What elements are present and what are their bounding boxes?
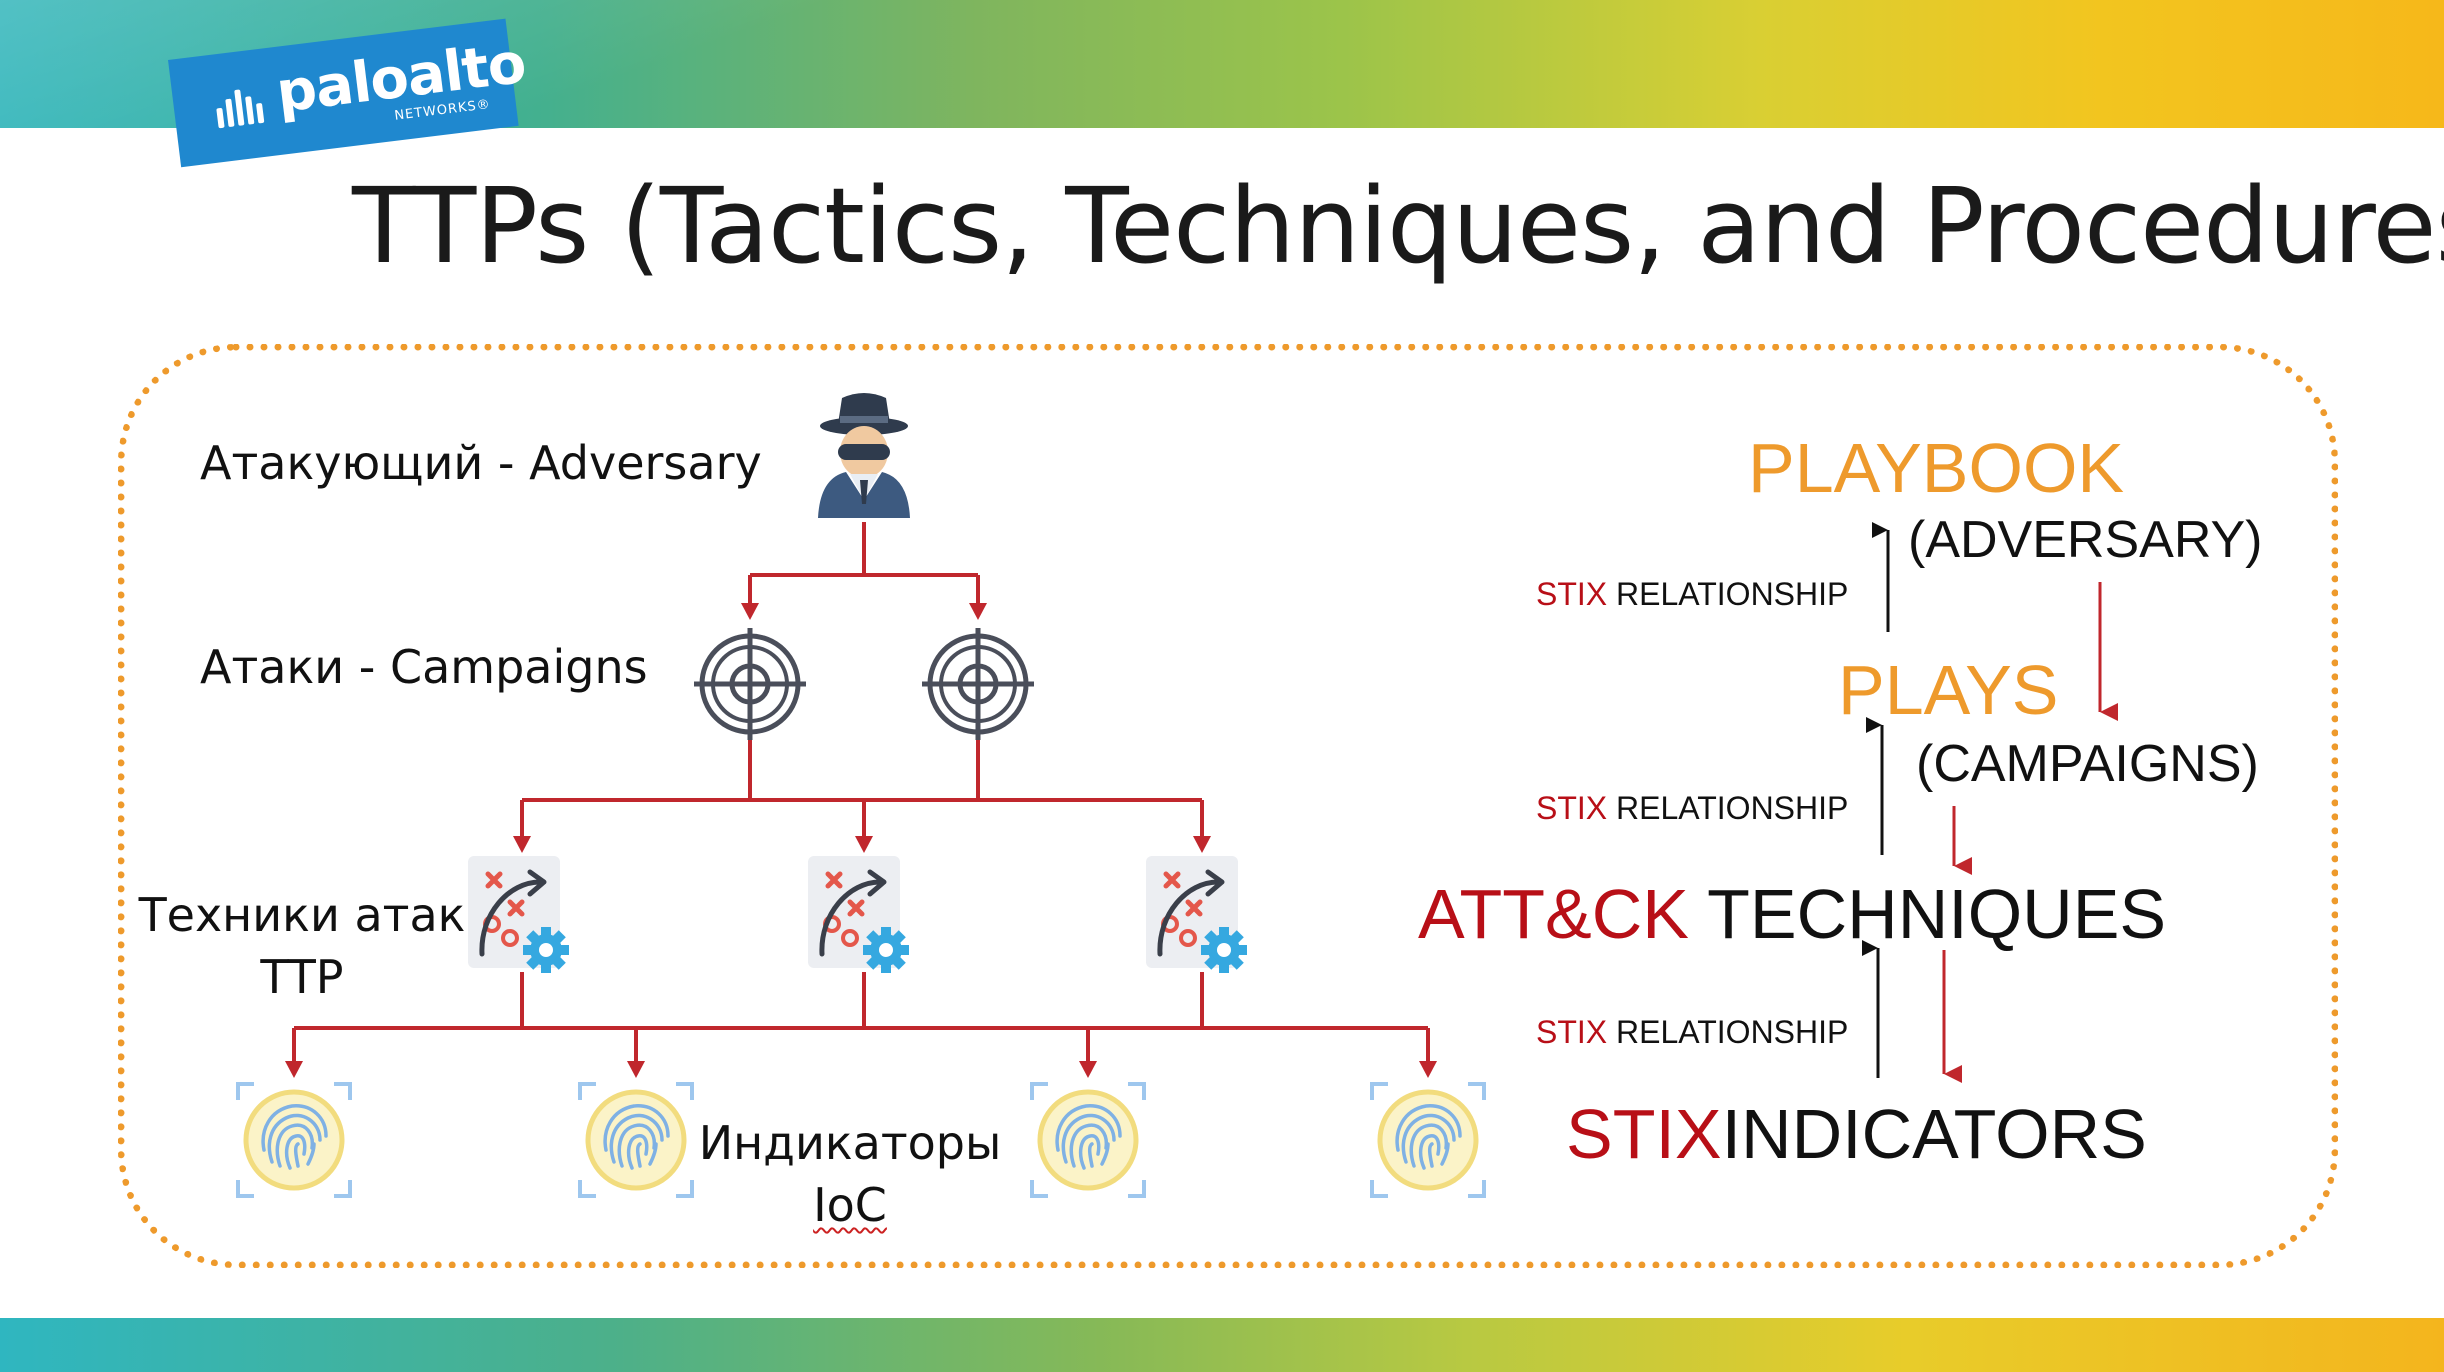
stix-indicators-heading: STIXINDICATORS bbox=[1566, 1095, 2147, 1173]
indicator-fingerprint-icon-2 bbox=[580, 1084, 692, 1196]
technique-icon-3 bbox=[1146, 856, 1247, 973]
indicator-fingerprint-icon-3 bbox=[1032, 1084, 1144, 1196]
paloalto-logo: paloalto NETWORKS® bbox=[168, 18, 529, 168]
technique-icon-1 bbox=[468, 856, 569, 973]
down-arrows bbox=[1942, 582, 2118, 1083]
connector-arrowheads bbox=[285, 603, 1437, 1078]
technique-icon-2 bbox=[808, 856, 909, 973]
indicators-label-line2: IoC bbox=[813, 1178, 887, 1232]
indicator-fingerprint-icon-4 bbox=[1372, 1084, 1484, 1196]
campaigns-label: Атаки - Campaigns bbox=[200, 640, 648, 694]
playbook-heading: PLAYBOOK bbox=[1748, 429, 2125, 507]
plays-subheading: (CAMPAIGNS) bbox=[1916, 735, 2259, 793]
indicators-label-line1: Индикаторы bbox=[698, 1116, 1002, 1170]
techniques-label-line1: Техники атак bbox=[138, 888, 466, 942]
connector-lines bbox=[292, 522, 1430, 1065]
indicators-label: Индикаторы IoC bbox=[680, 1116, 1020, 1232]
stix-relationship-label-2: STIX RELATIONSHIP bbox=[1536, 790, 1849, 826]
dotted-frame bbox=[118, 344, 2338, 1268]
playbook-subheading: (ADVERSARY) bbox=[1908, 511, 2263, 569]
campaign-target-icon-1 bbox=[694, 628, 806, 740]
adversary-label: Атакующий - Adversary bbox=[200, 436, 762, 490]
slide-title: TTPs (Tactics, Techniques, and Procedure… bbox=[352, 165, 2444, 287]
stix-relationship-label-1: STIX RELATIONSHIP bbox=[1536, 576, 1849, 612]
techniques-label-line2: TTP bbox=[260, 950, 344, 1004]
indicator-fingerprint-icon-1 bbox=[238, 1084, 350, 1196]
bottom-color-band bbox=[0, 1318, 2444, 1372]
plays-heading: PLAYS bbox=[1838, 651, 2059, 729]
techniques-label: Техники атак TTP bbox=[132, 888, 472, 1004]
campaign-target-icon-2 bbox=[922, 628, 1034, 740]
attck-techniques-heading: ATT&CK TECHNIQUES bbox=[1418, 875, 2167, 953]
stix-relationship-label-3: STIX RELATIONSHIP bbox=[1536, 1014, 1849, 1050]
up-arrows bbox=[1862, 522, 1890, 1078]
paloalto-logo-icon bbox=[216, 89, 265, 129]
spy-hacker-icon bbox=[818, 393, 910, 518]
